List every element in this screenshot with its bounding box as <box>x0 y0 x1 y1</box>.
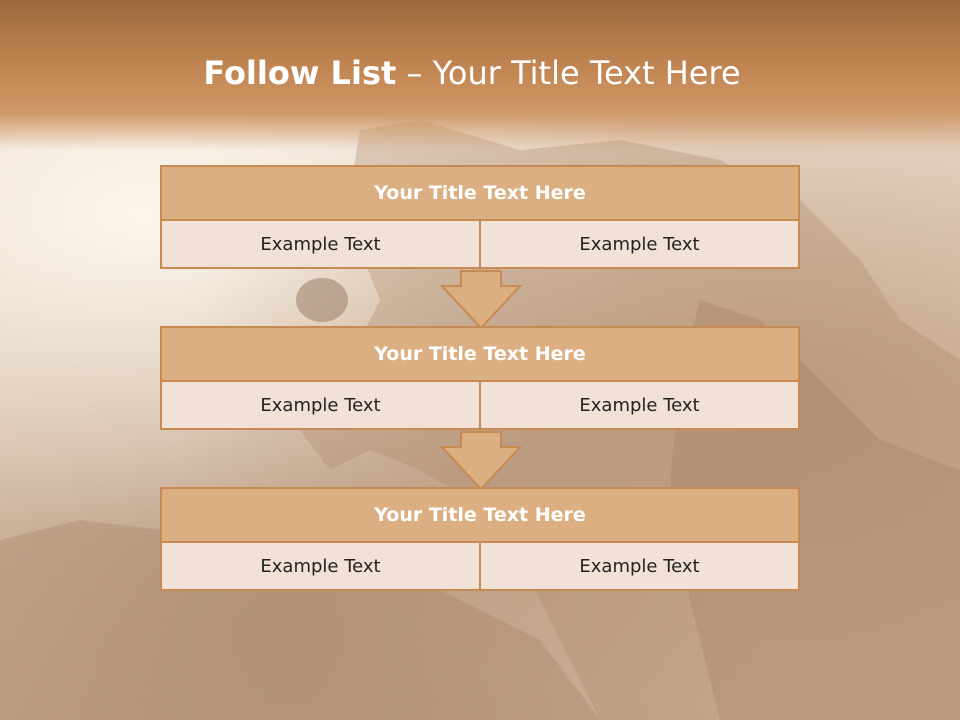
step-title-3: Your Title Text Here <box>160 487 800 543</box>
step-box-3: Your Title Text Here Example Text Exampl… <box>160 487 800 591</box>
step-row-1: Example Text Example Text <box>160 219 800 269</box>
step-3-left-cell: Example Text <box>160 541 481 591</box>
header-band <box>0 0 960 150</box>
step-3-right-cell: Example Text <box>479 541 800 591</box>
slide-title-bold: Follow List <box>203 54 397 92</box>
slide-title: Follow List – Your Title Text Here <box>0 54 944 92</box>
step-1-right-cell: Example Text <box>479 219 800 269</box>
step-box-2: Your Title Text Here Example Text Exampl… <box>160 326 800 430</box>
step-row-2: Example Text Example Text <box>160 380 800 430</box>
down-arrow-icon <box>440 431 522 491</box>
step-row-3: Example Text Example Text <box>160 541 800 591</box>
step-title-2: Your Title Text Here <box>160 326 800 382</box>
slide-title-rest: – Your Title Text Here <box>396 54 741 92</box>
step-box-1: Your Title Text Here Example Text Exampl… <box>160 165 800 269</box>
down-arrow-icon <box>440 270 522 330</box>
step-2-right-cell: Example Text <box>479 380 800 430</box>
step-title-1: Your Title Text Here <box>160 165 800 221</box>
step-1-left-cell: Example Text <box>160 219 481 269</box>
step-2-left-cell: Example Text <box>160 380 481 430</box>
